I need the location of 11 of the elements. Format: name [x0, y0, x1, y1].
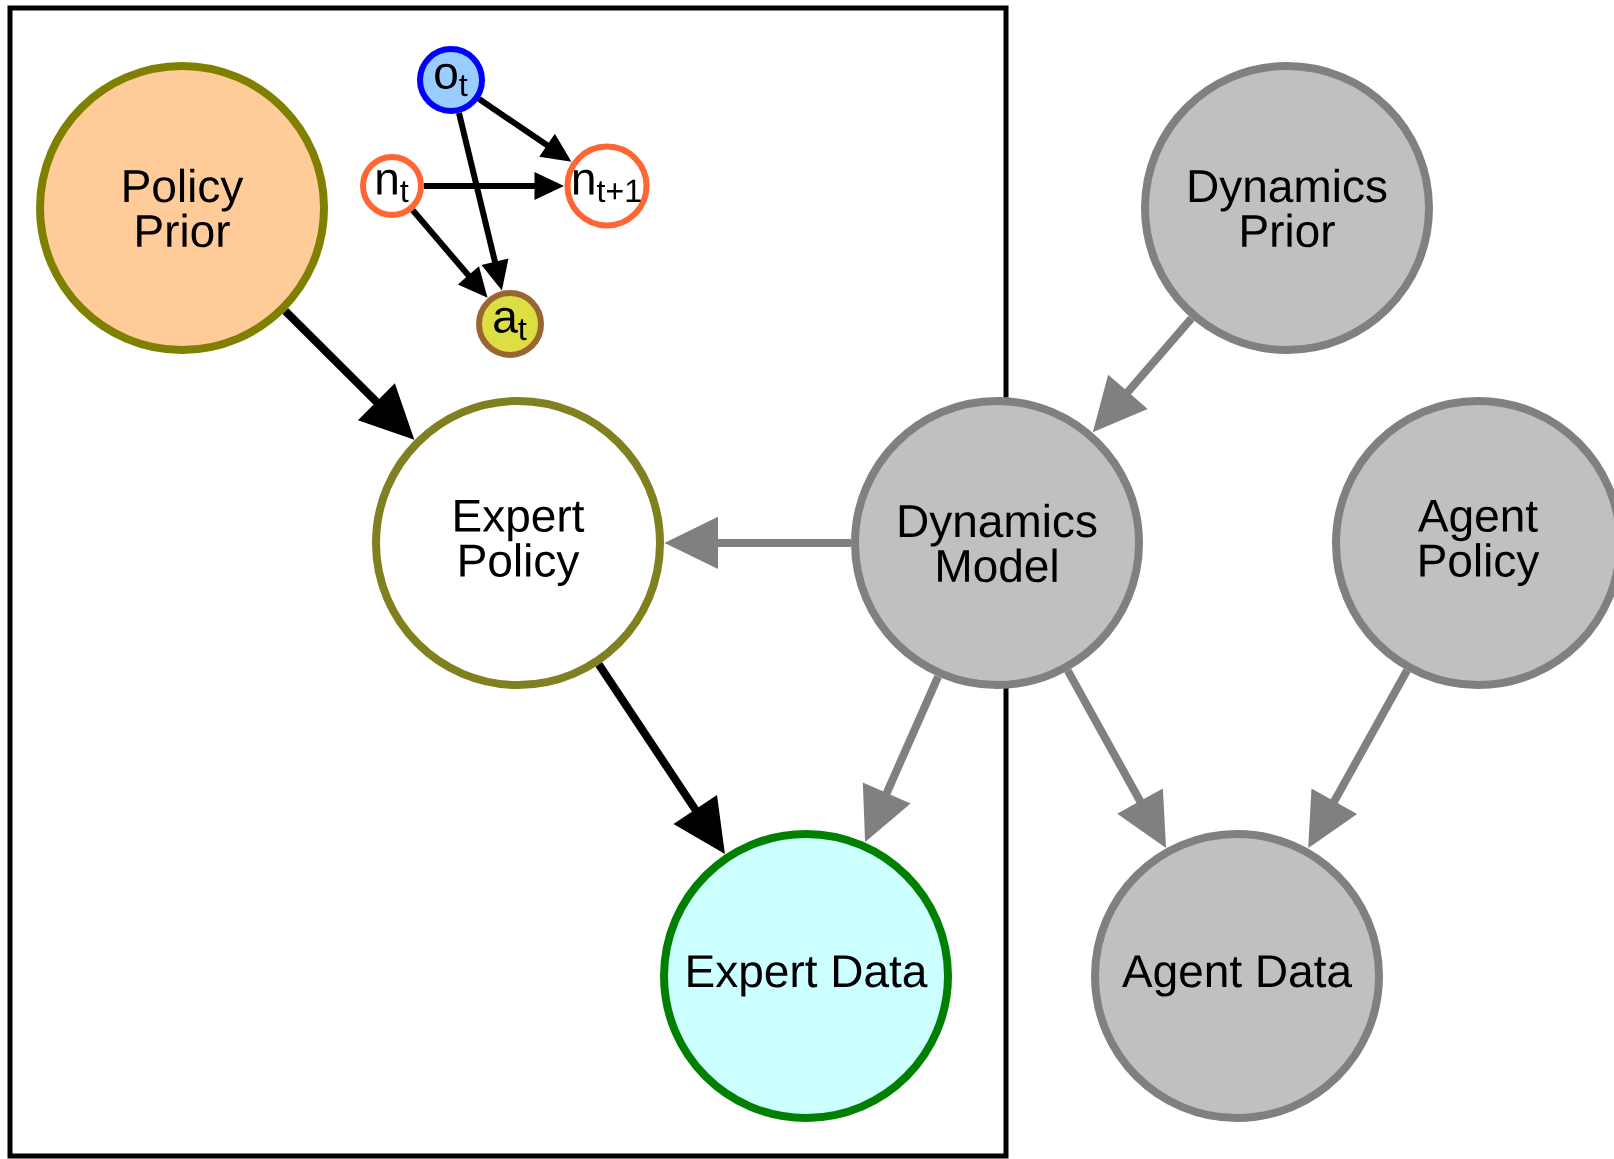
circle-node: Policy Prior — [36, 62, 328, 354]
circle-node: Agent Data — [1091, 830, 1383, 1122]
circle-node: Agent Policy — [1332, 397, 1614, 689]
circle-node: Expert Data — [660, 830, 952, 1122]
small-circle-node: n$_{t}$ — [360, 154, 424, 218]
circle-node: Expert Policy — [372, 397, 664, 689]
small-circle-node: a$_{t}$ — [476, 290, 544, 358]
circle-node: Dynamics Model — [851, 397, 1143, 689]
circle-node: Dynamics Prior — [1141, 62, 1433, 354]
small-circle-node: n$_{t+1}$ — [564, 143, 650, 229]
small-circle-node: o$_{t}$ — [417, 46, 485, 114]
